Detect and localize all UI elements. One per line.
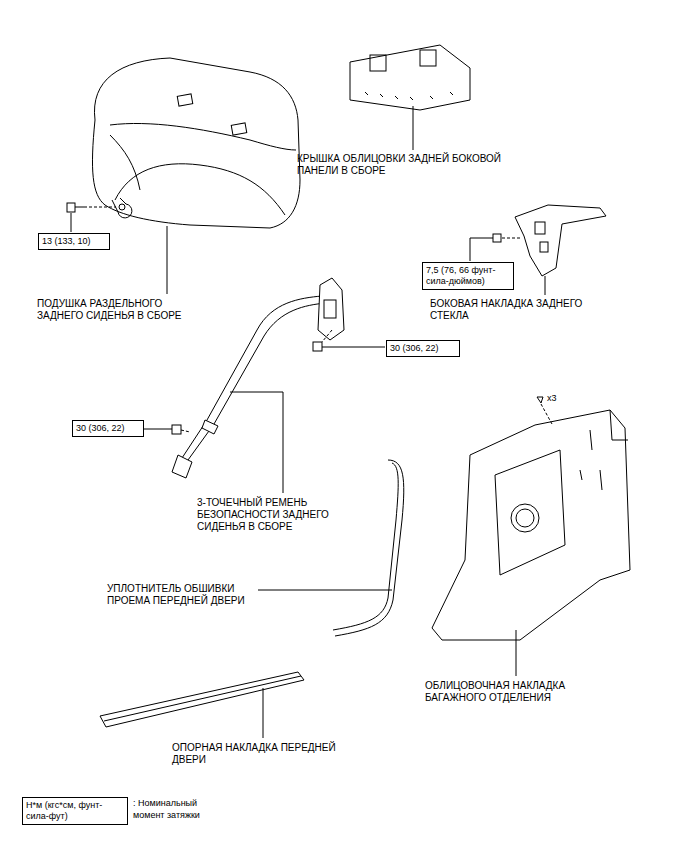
dashed-line <box>84 207 116 208</box>
bolt <box>313 342 322 351</box>
torque-value: 30 (306, 22) <box>387 341 459 356</box>
torque-value: Н*м (кгс*см, фунт-сила-фут) <box>23 798 127 824</box>
leader-line <box>144 429 172 430</box>
torque-box: 30 (306, 22) <box>72 420 144 437</box>
part-name: УПЛОТНИТЕЛЬ ОБШИВКИ ПРОЕМА ПЕРЕДНЕЙ ДВЕР… <box>107 583 279 607</box>
dashed-line <box>181 430 190 432</box>
seat-belt <box>172 278 344 478</box>
leader-line <box>258 590 392 591</box>
bolt <box>67 203 84 212</box>
leader-line <box>167 226 168 294</box>
torque-value: 30 (306, 22) <box>73 421 143 436</box>
leader-line <box>470 238 493 239</box>
torque-value: 7,5 (76, 66 фунт-сила-дюймов) <box>423 263 513 289</box>
scuff-plate <box>100 672 304 727</box>
legend-text: : Номинальный момент затяжки <box>133 797 229 821</box>
leader-line <box>470 238 471 261</box>
weatherstrip <box>333 460 404 636</box>
bolt <box>172 425 181 434</box>
clip <box>537 397 543 403</box>
leader-line <box>516 630 517 676</box>
leader-line <box>322 347 385 348</box>
torque-value: 13 (133, 10) <box>39 234 109 249</box>
window-trim <box>515 205 606 276</box>
torque-box: 30 (306, 22) <box>386 340 460 357</box>
seat-cushion <box>92 58 300 228</box>
part-name: 3-ТОЧЕЧНЫЙ РЕМЕНЬ БЕЗОПАСНОСТИ ЗАДНЕГО С… <box>197 497 365 533</box>
part-name: БОКОВАЯ НАКЛАДКА ЗАДНЕГО СТЕКЛА <box>430 298 620 322</box>
luggage-trim <box>432 410 630 640</box>
dashed-line <box>541 404 552 424</box>
part-name: ПОДУШКА РАЗДЕЛЬНОГО ЗАДНЕГО СИДЕНЬЯ В СБ… <box>37 298 209 322</box>
legend-box: Н*м (кгс*см, фунт-сила-фут) <box>22 797 128 825</box>
leader-line <box>283 392 284 493</box>
leader-line <box>545 276 546 295</box>
part-name: ОБЛИЦОВОЧНАЯ НАКЛАДКА БАГАЖНОГО ОТДЕЛЕНИ… <box>425 680 593 704</box>
quantity-note: x3 <box>547 392 577 404</box>
dashed-line <box>502 238 520 239</box>
leader-line <box>230 392 283 393</box>
bolt <box>493 234 501 242</box>
leader-line <box>413 106 414 150</box>
leader-line <box>71 213 72 232</box>
part-name: ОПОРНАЯ НАКЛАДКА ПЕРЕДНЕЙ ДВЕРИ <box>172 742 360 766</box>
torque-box: 13 (133, 10) <box>38 233 110 250</box>
dashed-line <box>322 330 332 342</box>
torque-box: 7,5 (76, 66 фунт-сила-дюймов) <box>422 262 514 290</box>
part-name: КРЫШКА ОБЛИЦОВКИ ЗАДНЕЙ БОКОВОЙ ПАНЕЛИ В… <box>297 153 537 177</box>
leader-line <box>263 688 264 738</box>
panel-cover <box>350 45 470 110</box>
